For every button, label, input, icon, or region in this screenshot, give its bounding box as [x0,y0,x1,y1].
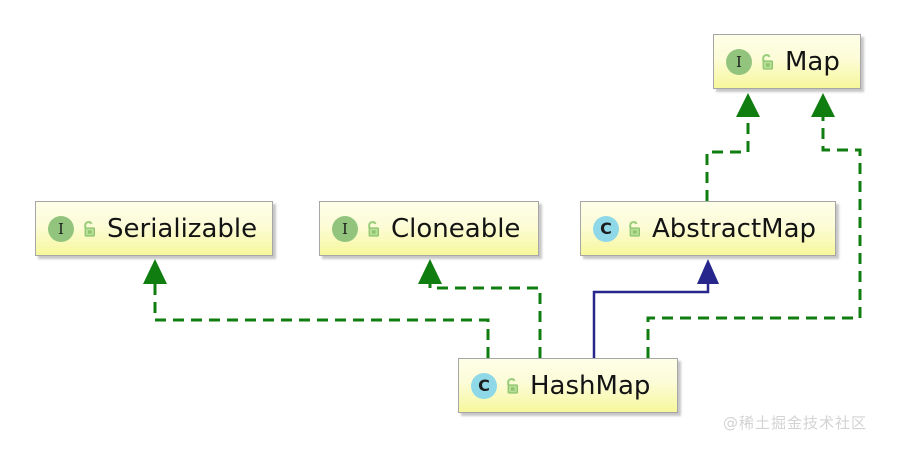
edge-abstractmap-implements-map [705,93,760,201]
uml-node-serializable[interactable]: I Serializable [35,201,273,256]
node-label-hashmap: HashMap [530,370,651,401]
interface-icon: I [332,215,358,242]
node-content-serializable: I Serializable [36,213,272,244]
uml-node-hashmap[interactable]: C HashMap [458,358,678,413]
node-label-serializable: Serializable [107,213,258,244]
realization-arrowhead [418,259,442,284]
node-label-map: Map [785,46,840,77]
interface-icon: I [48,215,74,242]
realization-arrowhead [143,259,167,284]
node-label-cloneable: Cloneable [391,213,521,244]
open-lock-icon [629,220,640,237]
uml-node-cloneable[interactable]: I Cloneable [319,201,539,256]
node-content-cloneable: I Cloneable [320,213,538,244]
edge-hashmap-implements-serializable [143,259,490,358]
interface-icon: I [726,48,752,75]
node-content-hashmap: C HashMap [459,370,677,401]
realization-arrowhead [811,93,835,117]
uml-node-abstractmap[interactable]: C AbstractMap [580,201,836,256]
edge-hashmap-implements-map [646,93,862,358]
node-content-map: I Map [714,46,860,77]
realization-arrowhead [736,93,760,117]
edge-hashmap-implements-cloneable [418,259,542,358]
edge-hashmap-extends-abstractmap [592,259,719,358]
open-lock-icon [368,220,379,237]
watermark: @稀土掘金技术社区 [723,414,868,432]
node-label-abstractmap: AbstractMap [652,213,817,244]
class-icon: C [471,372,497,399]
generalization-arrowhead [697,259,719,284]
open-lock-icon [84,220,95,237]
uml-node-map[interactable]: I Map [713,34,861,89]
open-lock-icon [762,53,773,70]
open-lock-icon [507,377,518,394]
class-icon: C [593,215,619,242]
node-content-abstractmap: C AbstractMap [581,213,835,244]
